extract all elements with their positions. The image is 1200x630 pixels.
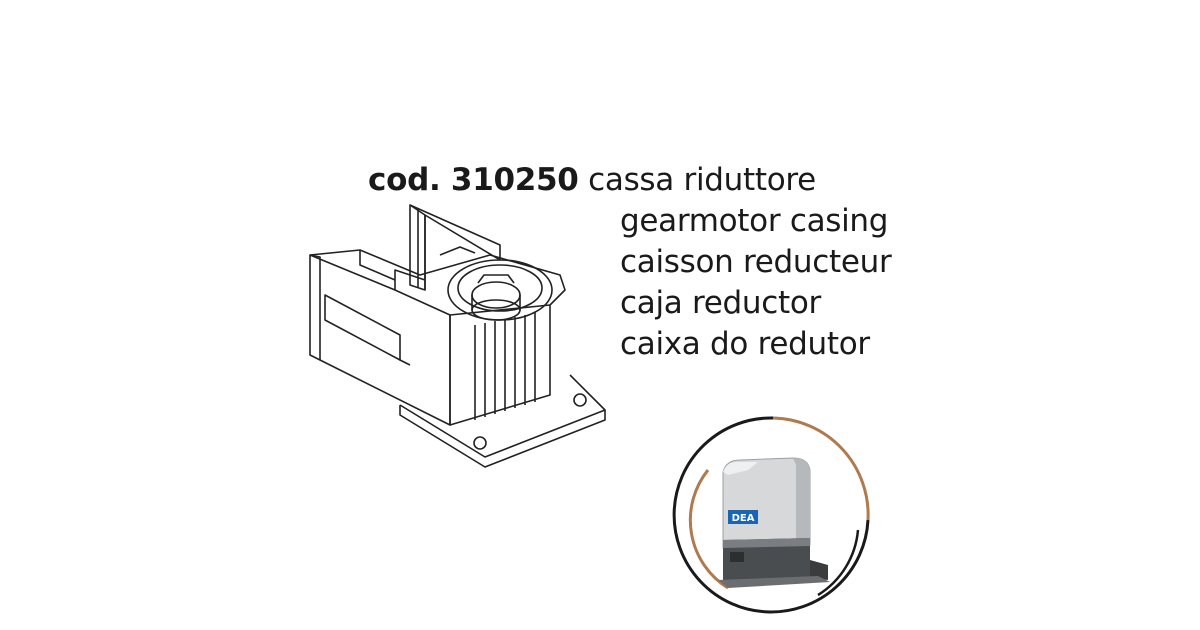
part-code: cod. 310250 <box>368 162 579 198</box>
gearmotor-casing-drawing <box>309 204 606 468</box>
part-name-es: caja reductor <box>620 285 821 321</box>
dea-logo-text: DEA <box>732 513 755 524</box>
part-name-en: gearmotor casing <box>620 203 889 239</box>
part-label-line-1: cod. 310250 cassa riduttore <box>368 160 891 201</box>
part-name-fr: caisson reducteur <box>620 244 892 280</box>
part-name-pt: caixa do redutor <box>620 326 870 362</box>
motor-unit-image <box>718 457 830 588</box>
part-name-it: cassa riduttore <box>588 162 816 198</box>
part-labels: cod. 310250 cassa riduttore gearmotor ca… <box>368 160 892 365</box>
product-badge: DEA <box>672 416 870 614</box>
dea-logo-bg <box>728 510 758 524</box>
